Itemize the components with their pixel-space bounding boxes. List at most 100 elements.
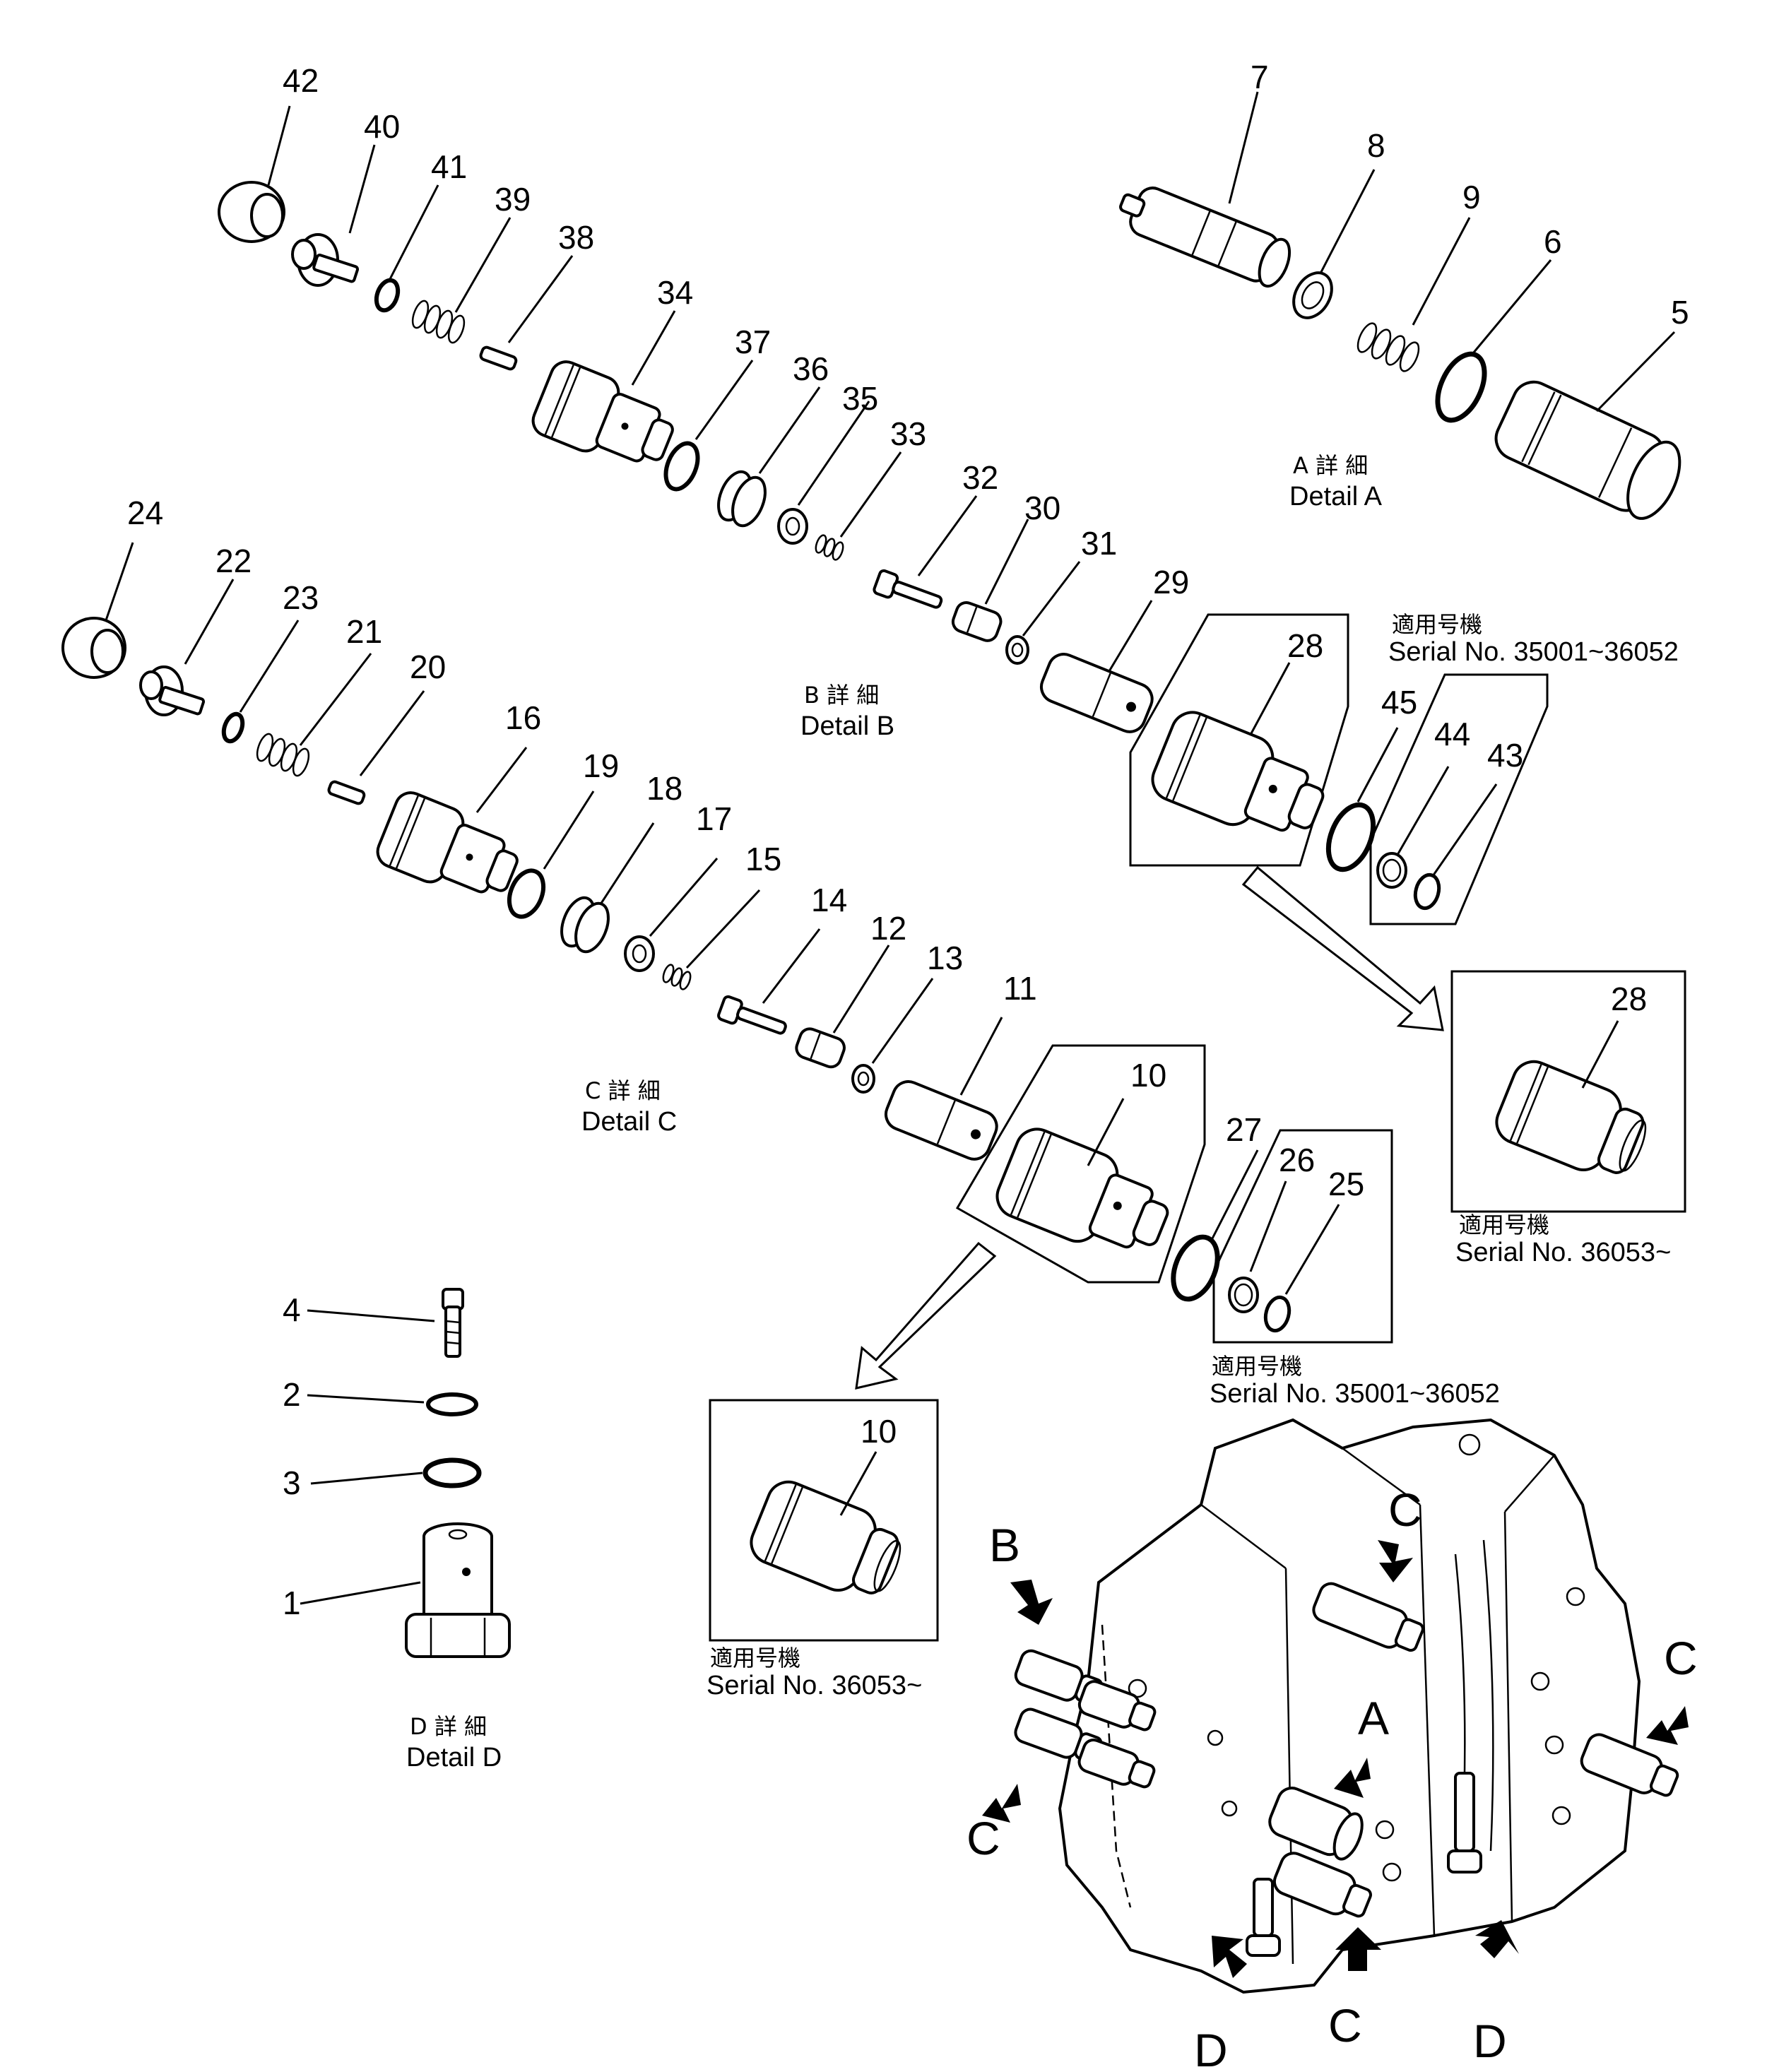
- label-part-5: 5: [1671, 294, 1689, 331]
- part-28-valve-frame: [1129, 613, 1349, 867]
- label-part-9: 9: [1462, 179, 1481, 215]
- part-24-cap-nut: [61, 617, 126, 679]
- marker-c-left: C: [967, 1812, 1000, 1864]
- part-10-alt-frame: [709, 1399, 939, 1642]
- part-5-plug: [1494, 380, 1681, 520]
- part-10-valve-frame: [955, 1044, 1206, 1284]
- part-12-piston: [795, 1027, 846, 1069]
- part-14-pin: [717, 995, 787, 1035]
- label-part-12: 12: [870, 910, 906, 947]
- parts-25-26-frame: [1212, 1129, 1393, 1344]
- label-part-36: 36: [793, 350, 829, 387]
- label-part-21: 21: [346, 613, 382, 650]
- detail-a-group: [1119, 187, 1681, 520]
- marker-c-top: C: [1388, 1484, 1422, 1536]
- part-8-washer: [1292, 271, 1333, 319]
- part-29-sleeve: [1039, 653, 1154, 733]
- label-part-6: 6: [1544, 223, 1562, 260]
- part-7-piston: [1119, 187, 1291, 288]
- part-25-o-ring: [1263, 1295, 1291, 1333]
- label-part-29: 29: [1153, 564, 1189, 600]
- marker-d-right: D: [1473, 2015, 1507, 2067]
- serial-note-2: Serial No. 36053~: [1455, 1238, 1671, 1267]
- label-part-31: 31: [1081, 525, 1117, 562]
- part-40-adjust-screw: [291, 233, 360, 287]
- part-28-alt-valve: [1495, 1060, 1647, 1174]
- label-part-32: 32: [962, 459, 998, 496]
- label-part-16: 16: [505, 699, 541, 736]
- part-44-backup-ring: [1376, 852, 1407, 889]
- part-38-poppet: [479, 345, 518, 371]
- label-part-30: 30: [1024, 490, 1060, 526]
- label-part-18: 18: [646, 770, 682, 807]
- part-28-alt-frame: [1450, 970, 1686, 1213]
- part-26-backup-ring: [1228, 1277, 1259, 1313]
- part-4-bolt: [442, 1288, 464, 1358]
- part-21-spring: [256, 733, 310, 777]
- detail-d-group: [300, 1288, 511, 1658]
- label-part-42: 42: [283, 62, 319, 99]
- label-part-24: 24: [127, 495, 163, 531]
- label-part-3: 3: [283, 1464, 301, 1501]
- label-part-43: 43: [1487, 737, 1523, 774]
- part-42-cap-nut: [218, 181, 285, 243]
- part-39-spring: [411, 300, 466, 344]
- serial-note-3: Serial No. 35001~36052: [1210, 1379, 1500, 1409]
- part-33-spring: [815, 534, 844, 561]
- detail-b-caption: Detail B: [800, 711, 894, 741]
- part-9-spring: [1356, 322, 1420, 372]
- label-part-8: 8: [1367, 127, 1385, 164]
- serial-note-1-jp: 適用号機: [1392, 611, 1482, 638]
- part-45-o-ring: [1325, 802, 1376, 872]
- control-valve-block: [1014, 1418, 1679, 1994]
- label-part-10-alt: 10: [861, 1413, 897, 1450]
- label-part-15: 15: [745, 841, 781, 877]
- part-1-plug: [405, 1522, 511, 1658]
- label-part-34: 34: [657, 274, 693, 311]
- marker-d-left: D: [1194, 2024, 1228, 2072]
- label-part-10: 10: [1130, 1057, 1166, 1094]
- marker-c-bottom: C: [1328, 1999, 1362, 2052]
- part-27-o-ring: [1171, 1234, 1220, 1302]
- label-part-20: 20: [410, 649, 446, 685]
- part-15-spring: [662, 964, 692, 990]
- label-part-7: 7: [1251, 59, 1269, 95]
- arrow-to-part-10-alt: [855, 1241, 997, 1390]
- label-part-11: 11: [1003, 970, 1037, 1007]
- part-20-poppet: [327, 780, 366, 805]
- part-22-adjust-screw: [139, 665, 206, 716]
- label-part-25: 25: [1328, 1166, 1364, 1202]
- part-16-valve-body: [376, 791, 519, 894]
- label-part-26: 26: [1279, 1142, 1315, 1178]
- label-part-4: 4: [283, 1291, 301, 1328]
- serial-note-1: Serial No. 35001~36052: [1388, 637, 1679, 667]
- part-35-washer: [777, 508, 808, 545]
- part-17-washer: [624, 935, 655, 972]
- arrow-to-part-28-alt: [1241, 865, 1444, 1031]
- part-3-o-ring: [422, 1457, 482, 1488]
- part-36-backup-ring: [717, 470, 767, 528]
- label-part-22: 22: [215, 543, 252, 579]
- label-part-17: 17: [696, 800, 732, 837]
- detail-b-group: [218, 181, 1686, 1213]
- label-part-19: 19: [583, 747, 619, 784]
- serial-note-2-jp: 適用号機: [1459, 1212, 1549, 1238]
- parts-43-44-frame: [1369, 673, 1549, 925]
- label-part-35: 35: [842, 380, 878, 417]
- detail-d-caption: Detail D: [406, 1743, 502, 1772]
- serial-note-4: Serial No. 36053~: [707, 1671, 922, 1700]
- part-28-valve: [1151, 711, 1325, 832]
- part-10-alt-valve: [750, 1480, 902, 1594]
- part-34-valve-body: [531, 360, 674, 463]
- label-part-1: 1: [283, 1585, 301, 1621]
- detail-b-caption-jp: B 詳 細: [804, 682, 879, 709]
- leader-lines: [105, 91, 1676, 1516]
- location-arrows: [982, 1540, 1689, 1978]
- marker-a: A: [1358, 1692, 1389, 1744]
- part-23-o-ring: [221, 711, 245, 744]
- label-part-27: 27: [1226, 1111, 1262, 1148]
- part-10-valve: [995, 1127, 1169, 1249]
- detail-c-group: [61, 617, 1393, 1642]
- label-part-38: 38: [558, 219, 594, 256]
